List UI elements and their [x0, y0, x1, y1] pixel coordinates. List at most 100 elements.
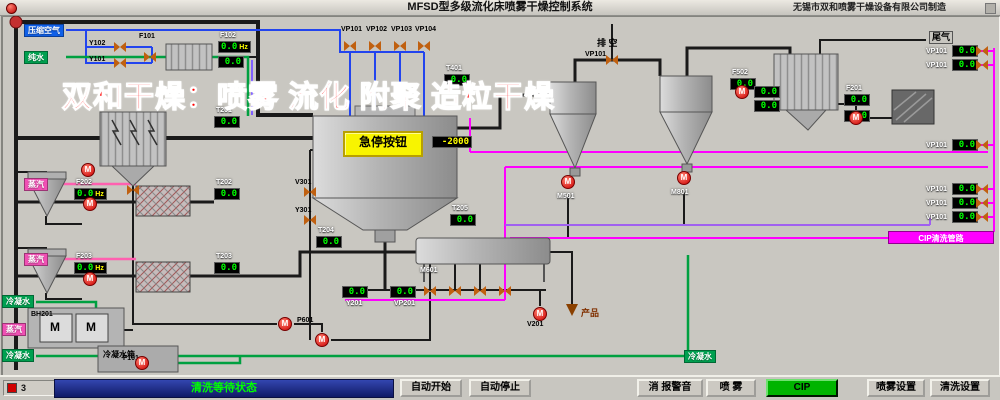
valve-icon[interactable]	[499, 286, 511, 296]
instrument-tag: F102	[220, 32, 236, 39]
title-bar: MFSD型多级流化床喷雾干燥控制系统 无锡市双和喷雾干燥设备有限公司制造	[0, 0, 1000, 16]
valve-icon[interactable]	[976, 140, 988, 150]
label-V201: V201	[527, 321, 544, 328]
instrument-tag: F201	[846, 85, 862, 92]
label-排 空: 排 空	[597, 38, 618, 48]
pump-motor[interactable]: M	[533, 307, 547, 321]
instrument-tag: F203	[76, 253, 92, 260]
pump-motor[interactable]: M	[735, 85, 749, 99]
instrument-display: 0.0	[952, 183, 978, 195]
status-banner: 清洗等待状态	[54, 379, 394, 398]
instrument-tag: VP101	[926, 200, 948, 207]
flow-source-label: 蒸汽	[2, 323, 26, 336]
pump-motor[interactable]: M	[849, 111, 863, 125]
instrument-tag: T204	[318, 227, 334, 234]
mute-alarm-button[interactable]: 消 报警音	[637, 379, 703, 397]
clean-settings-button[interactable]: 清洗设置	[930, 379, 990, 397]
valve-icon[interactable]	[304, 187, 316, 197]
label-Y301: Y301	[295, 207, 312, 214]
control-bar: 3 清洗等待状态 自动开始 自动停止 消 报警音 喷 雾 CIP 喷雾设置 清洗…	[0, 375, 1000, 400]
instrument-tag: T201	[216, 107, 232, 114]
valve-icon[interactable]	[304, 215, 316, 225]
instrument-display: 0.0	[218, 56, 244, 68]
valve-icon[interactable]	[449, 286, 461, 296]
spray-settings-button[interactable]: 喷雾设置	[867, 379, 925, 397]
company-name: 无锡市双和喷雾干燥设备有限公司制造	[792, 2, 946, 12]
valve-icon[interactable]	[474, 286, 486, 296]
instrument-tag: VP201	[394, 300, 416, 307]
label-M801: M801	[671, 189, 689, 196]
flow-source-label: 蒸汽	[24, 253, 48, 266]
valve-icon[interactable]	[606, 55, 618, 65]
valve-icon[interactable]	[424, 286, 436, 296]
label-Y101: Y101	[89, 56, 106, 63]
emergency-stop-button[interactable]: 急停按钮	[343, 131, 423, 157]
auto-start-button[interactable]: 自动开始	[400, 379, 462, 397]
pipe-route-box: CIP清洗管路	[888, 231, 994, 244]
valve-icon[interactable]	[369, 41, 381, 51]
valve-icon[interactable]	[144, 52, 156, 62]
instrument-tag: VP101	[926, 48, 948, 55]
titlebar-corner-box	[985, 3, 996, 14]
valve-icon[interactable]	[976, 212, 988, 222]
pump-motor[interactable]: M	[561, 175, 575, 189]
flow-source-label: 纯水	[24, 51, 48, 64]
label-M601: M601	[420, 267, 438, 274]
alarm-dot-icon	[6, 3, 17, 14]
valve-icon[interactable]	[114, 58, 126, 68]
counter-value: 3	[21, 383, 27, 393]
valve-icon[interactable]	[976, 198, 988, 208]
instrument-display: 0.0	[952, 139, 978, 151]
flow-source-label: 压缩空气	[24, 24, 64, 37]
label-Y102: Y102	[89, 40, 106, 47]
pump-motor[interactable]: M	[278, 317, 292, 331]
label-VP101: VP101	[341, 26, 363, 33]
pump-motor[interactable]: M	[677, 171, 691, 185]
label-M501: M501	[557, 193, 575, 200]
instrument-display: 0.0	[754, 100, 780, 112]
valve-icon[interactable]	[418, 41, 430, 51]
label-尾气: 尾气	[929, 31, 954, 44]
instrument-display: 0.0	[214, 262, 240, 274]
pump-motor[interactable]: M	[135, 356, 149, 370]
valve-icon[interactable]	[976, 184, 988, 194]
valve-icon[interactable]	[127, 185, 139, 195]
label-VP102: VP102	[366, 26, 388, 33]
valve-icon[interactable]	[394, 41, 406, 51]
label-BH201: BH201	[31, 311, 53, 318]
instrument-tag: Y201	[346, 300, 363, 307]
pump-motor[interactable]: M	[315, 333, 329, 347]
label-VP104: VP104	[415, 26, 437, 33]
instrument-display: 0.0	[952, 197, 978, 209]
instrument-display: 0.0	[754, 86, 780, 98]
cip-button[interactable]: CIP	[766, 379, 838, 397]
instrument-display: -2000	[432, 136, 472, 148]
pump-motor[interactable]: M	[81, 163, 95, 177]
valve-icon[interactable]	[114, 42, 126, 52]
instrument-display: 0.0	[952, 59, 978, 71]
pump-motor[interactable]: M	[83, 272, 97, 286]
auto-stop-button[interactable]: 自动停止	[469, 379, 531, 397]
valve-icon[interactable]	[976, 60, 988, 70]
valve-icon[interactable]	[344, 41, 356, 51]
flow-source-label: 蒸汽	[24, 178, 48, 191]
pump-motor[interactable]: M	[83, 197, 97, 211]
flow-source-label: 冷凝水	[684, 350, 716, 363]
instrument-display: 0.0	[214, 188, 240, 200]
valve-icon[interactable]	[976, 46, 988, 56]
flow-source-label: 冷凝水	[2, 349, 34, 362]
spray-button[interactable]: 喷 雾	[706, 379, 756, 397]
label-F101: F101	[139, 33, 155, 40]
instrument-tag: VP101	[926, 142, 948, 149]
instrument-tag: T202	[216, 179, 232, 186]
label-V301: V301	[295, 179, 312, 186]
flow-source-label: 冷凝水	[2, 295, 34, 308]
label-M: M	[50, 320, 60, 334]
instrument-tag: VP101	[926, 214, 948, 221]
label-产品: 产品	[581, 308, 600, 318]
instrument-tag: T205	[452, 205, 468, 212]
instrument-display: 0.0	[214, 116, 240, 128]
alarm-counter: 3	[3, 380, 57, 396]
